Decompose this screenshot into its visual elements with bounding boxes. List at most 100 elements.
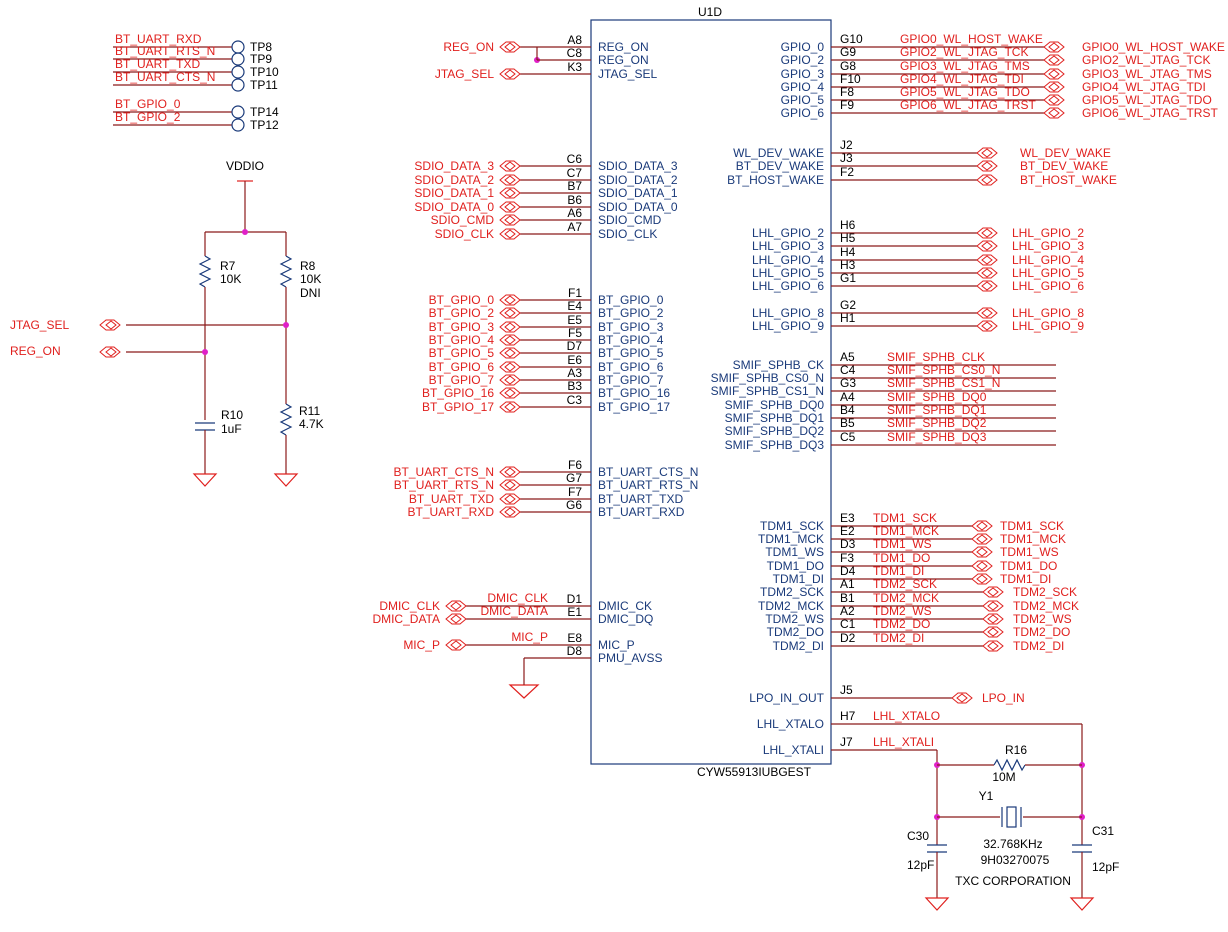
wire-label-tdm2-mck: TDM2_MCK [873,591,939,605]
pin-name-smif-sphb-dq3: SMIF_SPHB_DQ3 [725,438,825,452]
pin-num-f1: F1 [568,286,582,300]
port-tdm2-sck-icon [982,586,1004,598]
port-tdm1-ws-icon [971,546,993,558]
r8-note: DNI [300,286,321,300]
ic-left-pins: REG_ONA8REG_ONREG_ONC8JTAG_SELK3JTAG_SEL… [372,33,698,665]
pin-num-h4: H4 [840,245,856,259]
port-jtag-sel-icon [499,68,521,80]
net-label-gpio5-wl-jtag-tdo: GPIO5_WL_JTAG_TDO [1082,93,1212,107]
y1-manufacturer: TXC CORPORATION [955,874,1071,888]
y1-ref: Y1 [979,789,994,803]
port-lhl-gpio-8-icon [976,307,998,319]
c30-value: 12pF [907,858,934,872]
net-label-sdio-data-1: SDIO_DATA_1 [414,186,494,200]
tp-net-label-bt-uart-txd: BT_UART_TXD [115,57,200,71]
pin-num-g6: G6 [566,498,582,512]
net-reg-on: REG_ON [10,344,61,358]
pin-num-g7: G7 [566,471,582,485]
pin-name-gpio-0: GPIO_0 [781,40,825,54]
net-label-bt-gpio-6: BT_GPIO_6 [429,360,495,374]
pin-num-b5: B5 [840,416,855,430]
wire-label-tdm1-di: TDM1_DI [873,564,924,578]
wire-label-tdm1-ws: TDM1_WS [873,537,932,551]
junction-reg [202,349,208,355]
pin-name-bt-uart-rxd: BT_UART_RXD [598,505,685,519]
pin-num-f2: F2 [840,165,854,179]
pin-num-a6: A6 [567,206,582,220]
r16-value: 10M [992,770,1015,784]
pin-num-g2: G2 [840,298,856,312]
pin-name-dmic-ck: DMIC_CK [598,599,652,613]
pin-num-h3: H3 [840,258,856,272]
net-label-lhl-gpio-9: LHL_GPIO_9 [1012,319,1084,333]
pin-num-a7: A7 [567,220,582,234]
port-dmic-data-icon [445,613,467,625]
port-sdio-data-0-icon [499,201,521,213]
pin-name-tdm1-sck: TDM1_SCK [760,519,824,533]
pin-name-lpo-in-out: LPO_IN_OUT [749,691,824,705]
pin-name-tdm2-mck: TDM2_MCK [758,599,824,613]
net-jtag-sel: JTAG_SEL [10,318,69,332]
pin-name-lhl-gpio-6: LHL_GPIO_6 [752,279,824,293]
net-label-gpio6-wl-jtag-trst: GPIO6_WL_JTAG_TRST [1082,106,1218,120]
gnd-c30-icon [924,897,950,911]
r16-ref: R16 [1005,743,1027,757]
pin-num-d3: D3 [840,537,856,551]
port-lhl-gpio-6-icon [976,280,998,292]
net-label-dmic-clk: DMIC_CLK [379,599,440,613]
pin-num-a8: A8 [567,33,582,47]
pin-num-d1: D1 [567,592,583,606]
tp-net-label-bt-uart-cts-n: BT_UART_CTS_N [115,70,215,84]
net-label-bt-uart-cts-n: BT_UART_CTS_N [394,465,494,479]
net-label-bt-uart-txd: BT_UART_TXD [409,492,494,506]
test-points: BT_UART_RXDTP8BT_UART_RTS_NTP9BT_UART_TX… [113,32,279,132]
wire-label-gpio5-wl-jtag-tdo: GPIO5_WL_JTAG_TDO [900,85,1030,99]
y1-freq: 32.768KHz [983,837,1042,851]
wire-label-smif-sphb-dq2: SMIF_SPHB_DQ2 [887,416,987,430]
pin-name-gpio-6: GPIO_6 [781,106,825,120]
port-bt-uart-cts-n-icon [499,466,521,478]
test-point-tp11-icon [231,78,245,92]
wire-label-lhl-xtali: LHL_XTALI [873,735,934,749]
pin-name-gpio-2: GPIO_2 [781,53,825,67]
net-label-lhl-gpio-4: LHL_GPIO_4 [1012,253,1084,267]
pin-num-f6: F6 [568,458,582,472]
net-label-sdio-cmd: SDIO_CMD [431,213,495,227]
net-label-tdm2-mck: TDM2_MCK [1013,599,1079,613]
ic-part: CYW55913IUBGEST [697,765,812,779]
pin-name-smif-sphb-dq2: SMIF_SPHB_DQ2 [725,424,825,438]
port-lhl-gpio-4-icon [976,254,998,266]
r11-ref: R11 [299,404,320,418]
port-gpio6-wl-jtag-trst-icon [1043,107,1065,119]
pin-name-lhl-gpio-3: LHL_GPIO_3 [752,239,824,253]
pin-num-g8: G8 [840,59,856,73]
pin-num-c4: C4 [840,363,856,377]
pin-name-bt-gpio-6: BT_GPIO_6 [598,360,664,374]
wire-label-smif-sphb-dq1: SMIF_SPHB_DQ1 [887,403,987,417]
test-point-tp14-icon [231,105,245,119]
pin-name-tdm1-do: TDM1_DO [767,559,824,573]
pin-num-h1: H1 [840,311,856,325]
port-bt-gpio-3-icon [499,321,521,333]
pin-name-bt-dev-wake: BT_DEV_WAKE [736,159,824,173]
pin-name-bt-uart-cts-n: BT_UART_CTS_N [598,465,698,479]
pin-name-sdio-data-3: SDIO_DATA_3 [598,159,678,173]
pin-num-b4: B4 [840,403,855,417]
port-bt-gpio-5-icon [499,347,521,359]
port-sdio-data-3-icon [499,160,521,172]
pin-num-b3: B3 [567,379,582,393]
port-sdio-clk-icon [499,228,521,240]
net-label-lhl-gpio-8: LHL_GPIO_8 [1012,306,1084,320]
pin-name-gpio-3: GPIO_3 [781,67,825,81]
pin-num-e2: E2 [840,524,855,538]
port-tdm1-mck-icon [971,533,993,545]
pin-name-bt-gpio-16: BT_GPIO_16 [598,386,670,400]
pin-num-e6: E6 [567,353,582,367]
port-gpio5-wl-jtag-tdo-icon [1043,94,1065,106]
pin-name-sdio-data-2: SDIO_DATA_2 [598,173,678,187]
test-point-tp12-icon [231,118,245,132]
port-tdm1-di-icon [971,573,993,585]
pin-name-lhl-gpio-2: LHL_GPIO_2 [752,226,824,240]
r7-ref: R7 [220,259,236,273]
